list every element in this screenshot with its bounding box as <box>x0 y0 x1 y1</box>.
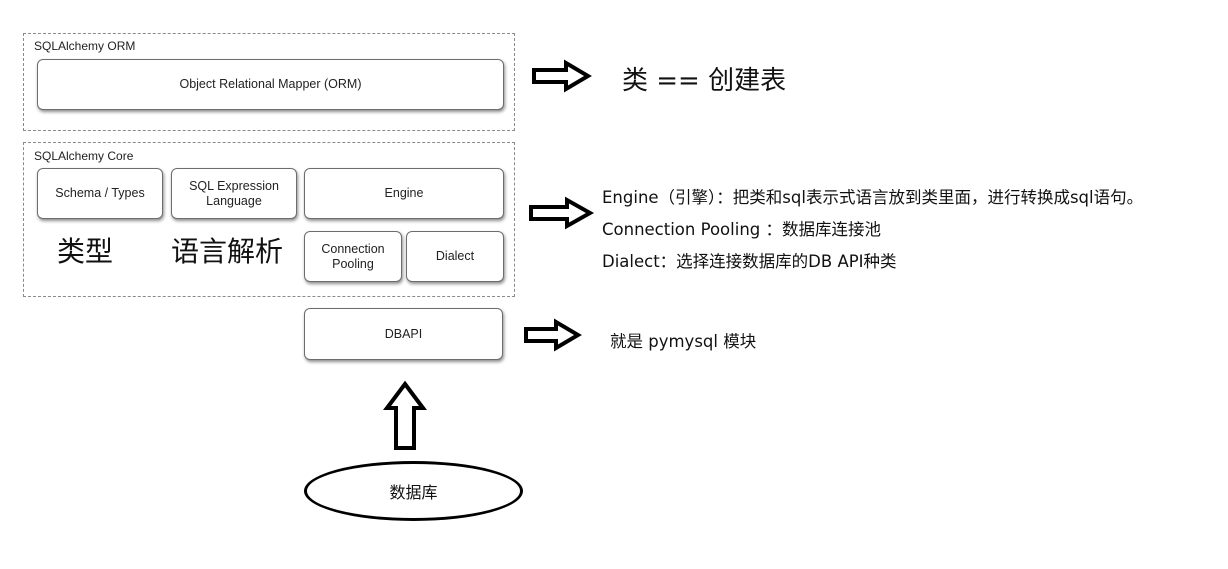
orm-group: SQLAlchemy ORM <box>23 33 515 131</box>
dialect-note: Dialect：选择连接数据库的DB API种类 <box>602 252 897 271</box>
engine-box: Engine <box>304 168 504 219</box>
language-annotation: 语言解析 <box>171 235 284 268</box>
sql-expression-label: SQL Expression Language <box>189 178 279 208</box>
dialect-box: Dialect <box>406 231 504 282</box>
sql-expression-box: SQL Expression Language <box>171 168 297 219</box>
dialect-label: Dialect <box>435 249 475 263</box>
pooling-note: Connection Pooling ：数据库连接池 <box>602 220 882 239</box>
types-annotation: 类型 <box>57 235 114 268</box>
dbapi-note: 就是 pymysql 模块 <box>610 332 757 351</box>
orm-note: 类 == 创建表 <box>622 66 787 96</box>
orm-box: Object Relational Mapper (ORM) <box>37 59 504 110</box>
connection-pooling-label: Connection Pooling <box>321 241 385 271</box>
right-arrow-icon <box>529 196 595 230</box>
connection-pooling-box: Connection Pooling <box>304 231 402 282</box>
dbapi-label: DBAPI <box>384 326 423 341</box>
schema-types-label: Schema / Types <box>55 186 145 200</box>
engine-label: Engine <box>384 186 424 200</box>
schema-types-box: Schema / Types <box>37 168 163 219</box>
dbapi-box: DBAPI <box>304 308 503 360</box>
core-group-title: SQLAlchemy Core <box>34 149 134 163</box>
orm-group-title: SQLAlchemy ORM <box>34 39 136 53</box>
right-arrow-icon <box>532 59 592 93</box>
core-group: SQLAlchemy Core <box>23 142 515 297</box>
up-arrow-icon <box>383 380 427 450</box>
database-label: 数据库 <box>389 483 438 502</box>
orm-box-label: Object Relational Mapper (ORM) <box>179 77 362 91</box>
database-ellipse: 数据库 <box>304 461 523 521</box>
right-arrow-icon <box>524 318 582 352</box>
engine-note: Engine（引擎）：把类和sql表示式语言放到类里面，进行转换成sql语句。 <box>602 188 1144 207</box>
